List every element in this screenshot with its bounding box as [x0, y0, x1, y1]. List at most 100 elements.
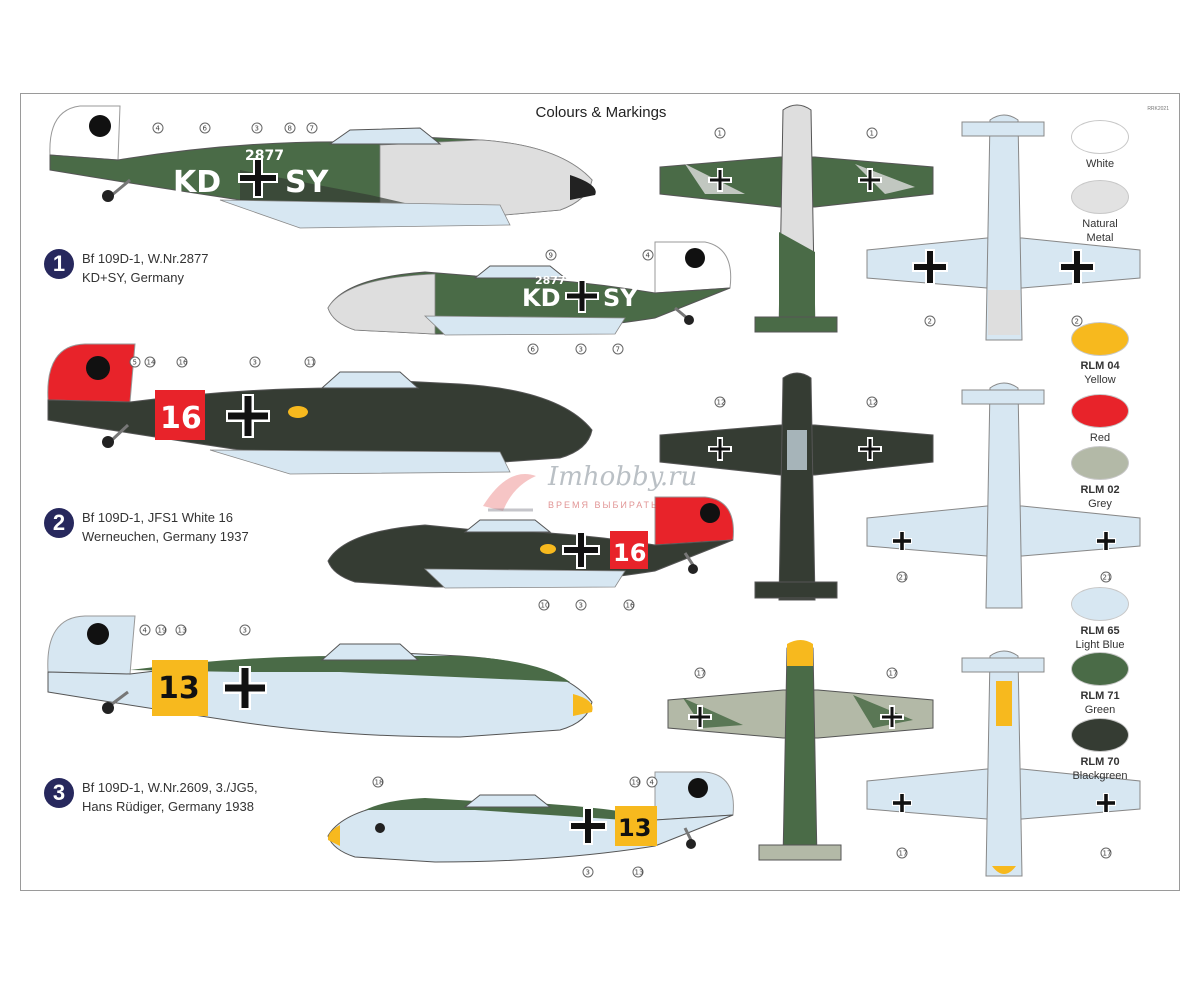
callout: 17 — [1103, 850, 1112, 858]
palette-code: RLM 71 — [1080, 690, 1120, 702]
scheme-3-profile-left: 13 4 19 13 3 — [47, 615, 593, 738]
palette-name: Red — [1089, 432, 1111, 444]
callout: 4 — [156, 125, 161, 133]
palette-swatch — [1071, 718, 1129, 752]
scheme-2-profile-right: 16 10 3 16 — [327, 496, 734, 611]
palette-swatch — [1071, 587, 1129, 621]
palette-swatch — [1071, 322, 1129, 356]
balkenkreuz — [688, 705, 712, 729]
scheme-1-caption: 1 Bf 109D-1, W.Nr.2877 KD+SY, Germany — [44, 249, 208, 287]
callout: 13 — [178, 627, 187, 635]
wasp-emblem — [288, 406, 308, 418]
watermark: Imhobby.ru ВРЕМЯ ВЫБИРАТЬ — [478, 458, 728, 528]
palette-swatch — [1071, 394, 1129, 428]
balkenkreuz — [223, 666, 267, 710]
scheme-2-line2: Werneuchen, Germany 1937 — [82, 529, 249, 544]
watermark-logo-icon — [483, 474, 536, 512]
scheme-1-line1: Bf 109D-1, W.Nr.2877 — [82, 251, 209, 266]
palette-chip: Natural Metal — [1060, 180, 1140, 245]
scheme-2-top-view: 12 12 — [659, 372, 934, 601]
palette-chip: RLM 04 Yellow — [1060, 322, 1140, 387]
scheme-1-code-right-r: SY — [603, 284, 638, 312]
balkenkreuz — [226, 394, 270, 438]
sheet-title: Colours & Markings — [535, 104, 667, 121]
callout: 6 — [203, 125, 208, 133]
scheme-3-profile-right: 13 18 19 4 3 13 — [327, 771, 734, 878]
palette-swatch — [1071, 120, 1129, 154]
balkenkreuz — [1059, 249, 1095, 285]
palette-chip: White — [1060, 120, 1140, 171]
balkenkreuz — [1096, 531, 1116, 551]
callout: 14 — [147, 359, 156, 367]
scheme-2-profile-left: 16 5 14 16 3 11 — [47, 343, 593, 475]
palette-code: RLM 70 — [1080, 756, 1120, 768]
scheme-1-bottom-view: 2 2 — [866, 114, 1141, 341]
palette-name: Green — [1084, 704, 1116, 716]
balkenkreuz — [858, 168, 882, 192]
callout: 4 — [646, 252, 651, 260]
callout: 1 — [870, 130, 874, 138]
callout: 8 — [288, 125, 292, 133]
scheme-3-line1: Bf 109D-1, W.Nr.2609, 3./JG5, — [82, 780, 258, 795]
wasp-emblem — [540, 544, 556, 554]
palette-swatch — [1071, 652, 1129, 686]
balkenkreuz — [238, 158, 278, 198]
callout: 11 — [307, 359, 316, 367]
callout: 3 — [243, 627, 247, 635]
scheme-3-bottom-view: 17 17 — [866, 650, 1141, 877]
callout: 3 — [253, 359, 257, 367]
balkenkreuz — [892, 531, 912, 551]
unit-emblem — [375, 823, 385, 833]
callout: 10 — [541, 602, 550, 610]
watermark-subtitle: ВРЕМЯ ВЫБИРАТЬ — [548, 500, 659, 510]
callout: 7 — [310, 125, 314, 133]
scheme-2-code-r: 16 — [613, 539, 646, 567]
callout: 4 — [143, 627, 148, 635]
callout: 19 — [632, 779, 641, 787]
palette-name: Yellow — [1084, 374, 1116, 386]
scheme-2-caption: 2 Bf 109D-1, JFS1 White 16 Werneuchen, G… — [44, 508, 249, 546]
scheme-1-line2: KD+SY, Germany — [82, 270, 185, 285]
palette-name: Light Blue — [1075, 639, 1125, 651]
balkenkreuz — [1096, 793, 1116, 813]
palette-code: RLM 04 — [1080, 360, 1120, 372]
palette-code: RLM 02 — [1080, 484, 1120, 496]
callout: 5 — [133, 359, 137, 367]
balkenkreuz — [708, 168, 732, 192]
scheme-2-badge: 2 — [44, 508, 74, 538]
scheme-1-top-view: 1 1 — [659, 104, 934, 333]
balkenkreuz — [569, 807, 607, 845]
scheme-3-caption: 3 Bf 109D-1, W.Nr.2609, 3./JG5, Hans Rüd… — [44, 778, 258, 816]
callout: 2 — [928, 318, 932, 326]
balkenkreuz — [880, 705, 904, 729]
watermark-text: Imhobby.ru — [548, 462, 698, 492]
callout: 4 — [650, 779, 655, 787]
palette-swatch — [1071, 446, 1129, 480]
callout: 17 — [899, 850, 908, 858]
scheme-3-line2: Hans Rüdiger, Germany 1938 — [82, 799, 254, 814]
balkenkreuz — [708, 437, 732, 461]
callout: 12 — [869, 399, 878, 407]
scheme-2-bottom-view: 21 21 — [866, 382, 1141, 609]
scheme-1-profile-right: KD SY 2877 9 4 6 3 7 — [327, 241, 732, 355]
callout: 21 — [1103, 574, 1112, 582]
callout: 3 — [579, 346, 583, 354]
scheme-3-code-r: 13 — [618, 814, 651, 842]
palette-name: Natural Metal — [1082, 218, 1118, 244]
balkenkreuz — [858, 437, 882, 461]
decal-sheet: Colours & Markings RRK2021 — [20, 93, 1180, 891]
callout: 3 — [586, 869, 590, 877]
palette-code: RLM 65 — [1080, 625, 1120, 637]
sheet-ref: RRK2021 — [1147, 106, 1169, 112]
callout: 18 — [375, 779, 384, 787]
balkenkreuz — [562, 531, 600, 569]
callout: 17 — [697, 670, 706, 678]
callout: 1 — [718, 130, 722, 138]
palette-name: White — [1085, 158, 1115, 170]
scheme-1-code-right: SY — [285, 165, 330, 200]
callout: 2 — [1075, 318, 1079, 326]
palette-chip: RLM 65 Light Blue — [1060, 587, 1140, 652]
callout: 9 — [549, 252, 553, 260]
callout: 19 — [158, 627, 167, 635]
